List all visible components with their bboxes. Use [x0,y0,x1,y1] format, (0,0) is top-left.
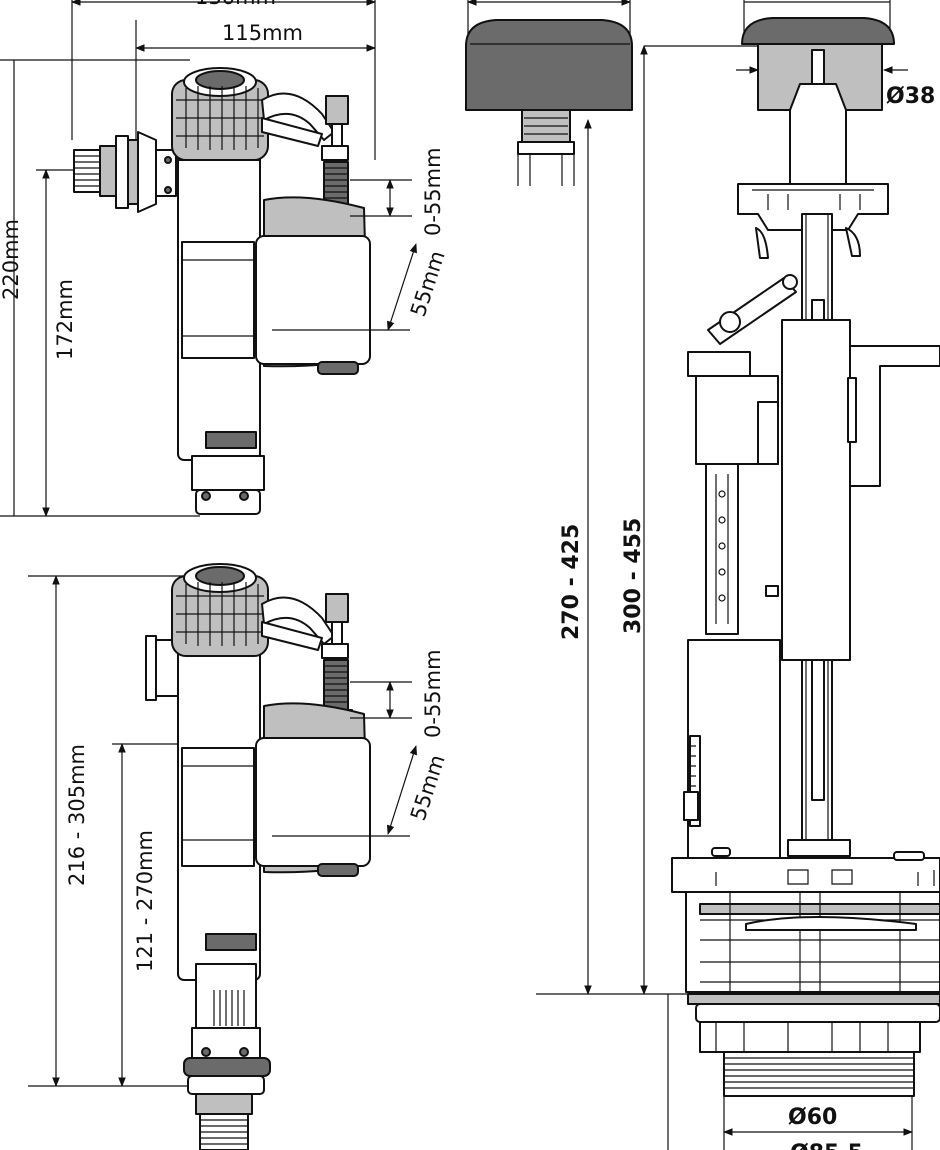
dim-label-172: 172mm [53,279,77,360]
flush-valve: 270 - 425 300 - 455 Ø38 [465,0,940,1150]
fill-valve-bottom-inlet: 216 - 305mm 121 - 270mm [28,563,450,1150]
dim-label-130: 130mm [195,0,276,9]
dim-label-float-bottom: 55mm [406,752,450,824]
dim-label-stroke-top: 0-55mm [421,147,445,236]
fill-valve-side-inlet: 130mm 115mm 220mm 172mm [0,0,450,517]
dim-label-270-425: 270 - 425 [559,524,584,640]
dim-label-dia-bottom: Ø85.5 [790,1141,863,1150]
dim-label-300-455: 300 - 455 [621,518,646,634]
dim-label-121-270: 121 - 270mm [133,830,157,972]
dim-label-216-305: 216 - 305mm [65,744,89,886]
dim-label-dia38: Ø38 [886,84,935,109]
dim-line-float-top [387,243,417,331]
dim-label-dia60: Ø60 [788,1105,837,1130]
dim-label-stroke-bottom: 0-55mm [421,649,445,738]
dim-label-float-top: 55mm [406,248,450,320]
dim-line-float-bottom [386,745,418,835]
dim-label-115: 115mm [222,21,303,45]
dim-label-220: 220mm [0,219,23,300]
